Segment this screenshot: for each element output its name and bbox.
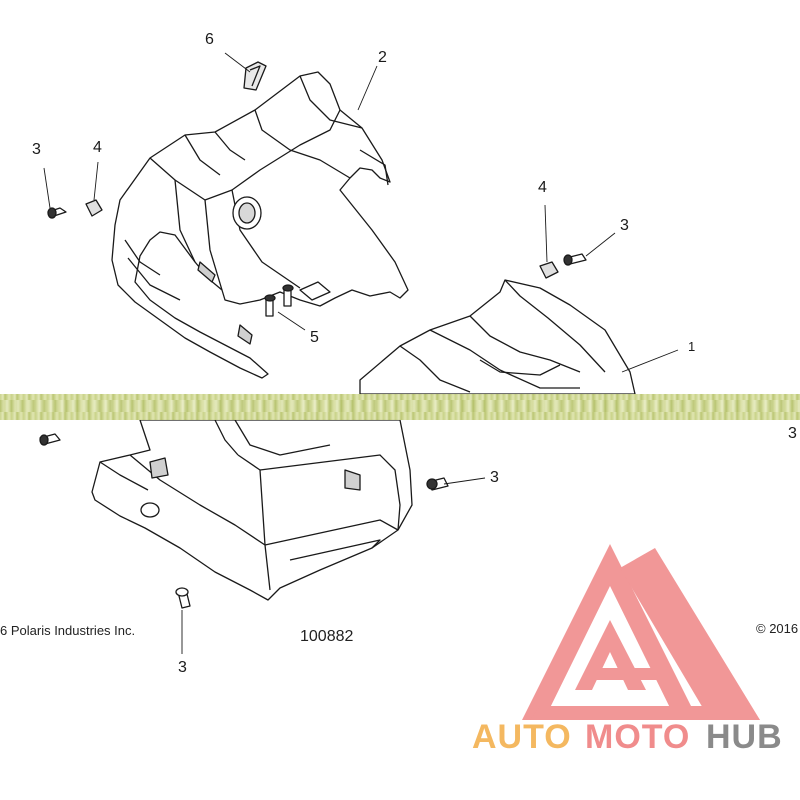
callout-1: 1 xyxy=(688,339,696,354)
callout-4-top-left: 4 xyxy=(93,139,102,156)
part-3-bolt-mid xyxy=(426,477,449,491)
callout-4-right: 4 xyxy=(538,179,547,196)
diagram-number: 100882 xyxy=(300,628,354,645)
part-3-bolt-lower-left xyxy=(39,433,61,446)
watermark-text-hub: HUB xyxy=(706,718,783,756)
part-4-nut-left xyxy=(85,199,103,217)
part-1-lower-body-bottom xyxy=(91,419,413,601)
callout-3-bottom: 3 xyxy=(178,659,187,676)
callout-6: 6 xyxy=(205,31,214,48)
copyright-left: 6 Polaris Industries Inc. xyxy=(0,623,136,638)
callout-5: 5 xyxy=(310,329,319,346)
watermark-text-moto: MOTO xyxy=(585,718,691,756)
callout-3-far-right: 3 xyxy=(788,425,797,442)
part-2-hood xyxy=(111,71,409,379)
part-5-screws xyxy=(264,284,294,317)
part-3-bolt-bottom xyxy=(175,587,191,609)
part-4-nut-right xyxy=(539,261,559,279)
scan-tear-band xyxy=(0,394,800,420)
copyright-right: © 2016 xyxy=(756,621,799,636)
part-1-lower-body-top xyxy=(359,279,636,395)
part-3-bolt-left xyxy=(47,207,67,219)
part-6-clip xyxy=(243,61,267,91)
callout-3-right: 3 xyxy=(620,217,629,234)
watermark-text-auto: AUTO xyxy=(472,718,572,756)
callout-2: 2 xyxy=(378,49,387,66)
callout-3-mid: 3 xyxy=(490,469,499,486)
part-3-bolt-right xyxy=(563,253,587,266)
callout-3-top-left: 3 xyxy=(32,141,41,158)
triangle-m-logo-icon xyxy=(522,544,760,720)
leader-lines xyxy=(43,52,679,654)
